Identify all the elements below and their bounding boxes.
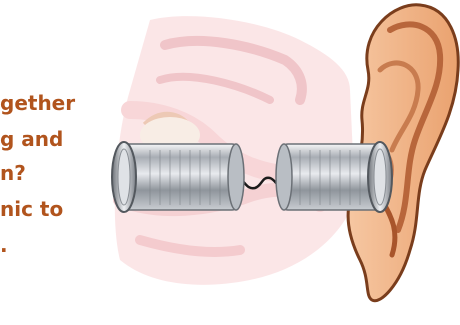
right-tin-can <box>276 142 392 212</box>
left-tin-can <box>112 142 244 212</box>
